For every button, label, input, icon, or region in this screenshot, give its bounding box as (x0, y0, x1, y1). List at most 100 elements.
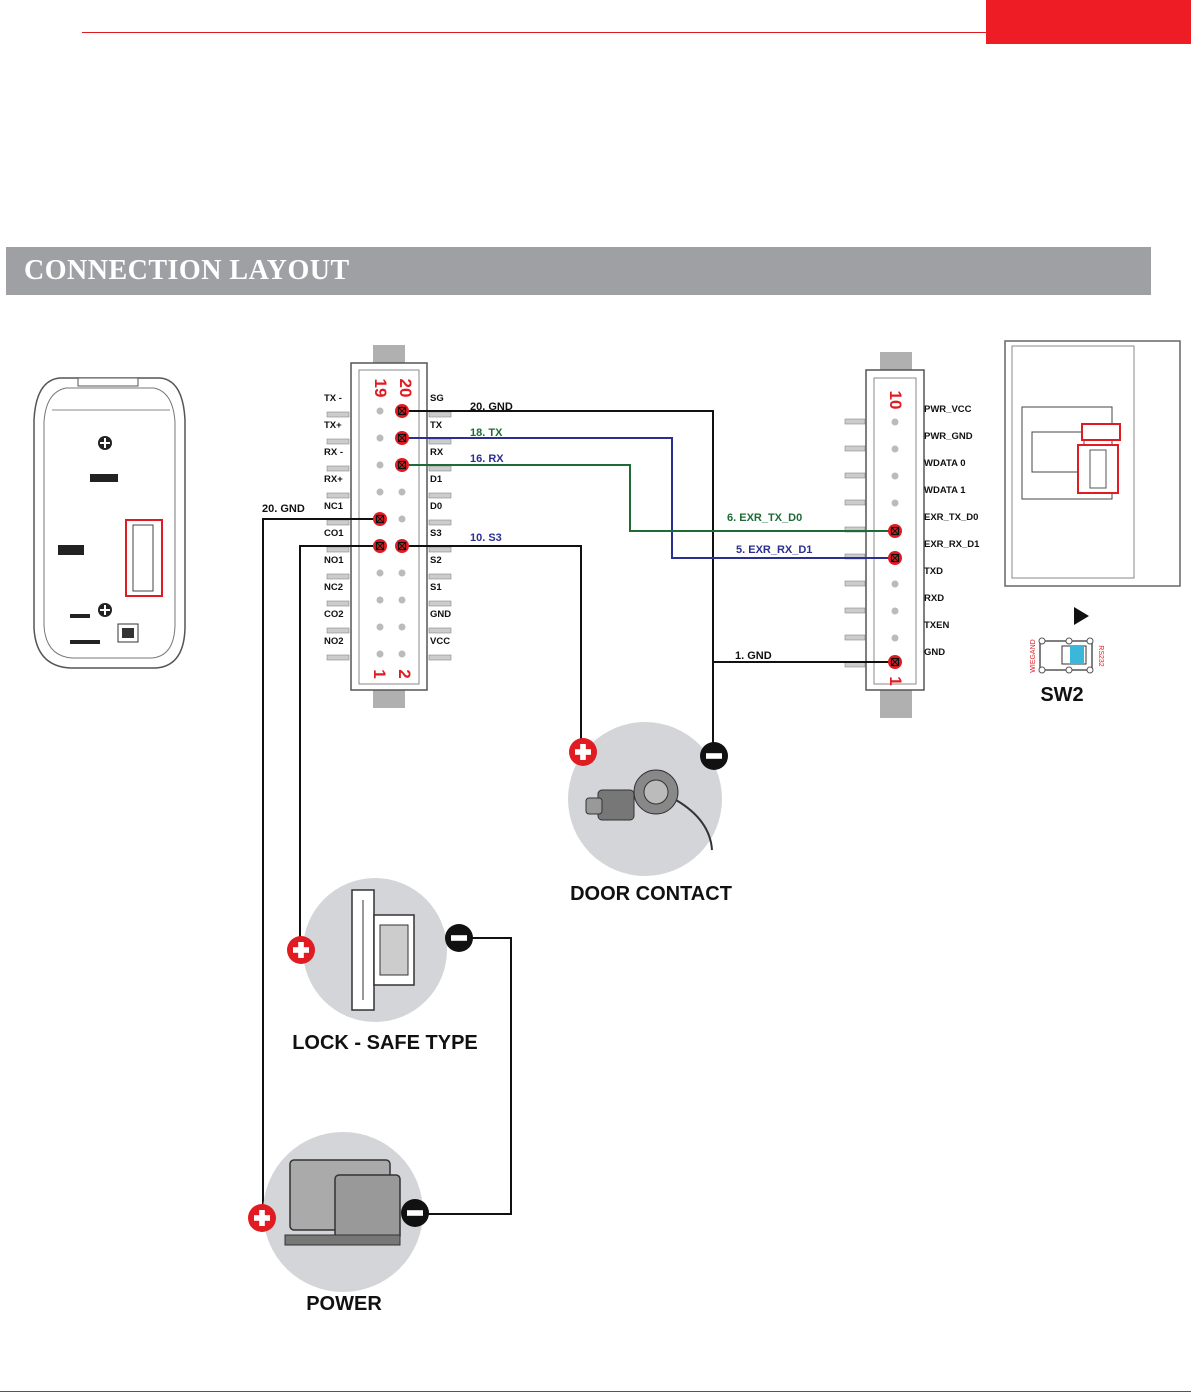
pin-dot (892, 581, 899, 588)
pin-label: RXD (924, 593, 944, 604)
pin-label: D1 (430, 474, 443, 485)
lead-stub (845, 419, 865, 424)
pin-number-10: 10 (886, 391, 905, 410)
lead-stub (327, 574, 349, 579)
screw-icon (98, 436, 112, 450)
pin-label: GND (430, 609, 451, 620)
pin-label: NC2 (324, 582, 343, 593)
lead-stub (429, 412, 451, 417)
lead-stub (429, 574, 451, 579)
arrow-right-icon (1074, 607, 1089, 625)
lead-stub (429, 628, 451, 633)
pin-label: VCC (430, 636, 450, 647)
pin-label: NO2 (324, 636, 344, 647)
wire-label-exr-tx: 6. EXR_TX_D0 (727, 512, 802, 524)
lead-stub (327, 547, 349, 552)
lead-stub (327, 628, 349, 633)
wire-label-s3: 10. S3 (470, 532, 502, 544)
pin-dot (399, 597, 406, 604)
pin-label: D0 (430, 501, 442, 512)
lead-stub (327, 601, 349, 606)
pin-marker (888, 655, 902, 669)
lead-stub (429, 655, 451, 660)
pin-label: S2 (430, 555, 442, 566)
controller-module (1005, 341, 1180, 586)
lead-stub (327, 439, 349, 444)
pin-marker (395, 404, 409, 418)
pin-dot (377, 435, 384, 442)
pin-label: RX (430, 447, 444, 458)
lead-stub (429, 466, 451, 471)
pin-dot (399, 570, 406, 577)
wire-label-tx18: 18. TX (470, 427, 503, 439)
lead-stub (845, 608, 865, 613)
power-supply-device (263, 1132, 423, 1292)
lead-stub (845, 581, 865, 586)
plus-terminal-icon (569, 738, 597, 766)
lock-caption: LOCK - SAFE TYPE (292, 1032, 478, 1054)
pin-label: EXR_TX_D0 (924, 512, 978, 523)
lead-stub (429, 601, 451, 606)
pin-dot (377, 489, 384, 496)
lead-stub (327, 466, 349, 471)
pin-label: PWR_VCC (924, 404, 972, 415)
lock-device (303, 878, 447, 1022)
pin-label: TX - (324, 393, 342, 404)
pin-label: PWR_GND (924, 431, 973, 442)
pin-marker (373, 539, 387, 553)
pin-dot (377, 462, 384, 469)
pin-label: WDATA 0 (924, 458, 966, 469)
pin-marker (373, 512, 387, 526)
pin-number-1: 1 (370, 669, 389, 678)
pin-label: S1 (430, 582, 442, 593)
pin-label: TX+ (324, 420, 342, 431)
pin-dot (399, 516, 406, 523)
reader-back-view (34, 378, 185, 668)
pin-dot (377, 597, 384, 604)
pin-dot (892, 500, 899, 507)
lead-stub (429, 493, 451, 498)
pin-marker (395, 458, 409, 472)
pin-label: CO2 (324, 609, 344, 620)
pin-label: GND (924, 647, 945, 658)
lead-stub (845, 635, 865, 640)
wire-label-gnd20: 20. GND (470, 401, 513, 413)
pin-dot (399, 651, 406, 658)
wire-label-rx16: 16. RX (470, 453, 504, 465)
pin-label: SG (430, 393, 444, 404)
sw2-switch: WIEGAND RS232 SW2 (1030, 607, 1104, 706)
pin-label: EXR_RX_D1 (924, 539, 980, 550)
lead-stub (429, 520, 451, 525)
pin-dot (892, 446, 899, 453)
switch-left-text: WIEGAND (1030, 639, 1037, 672)
pin-marker (395, 431, 409, 445)
lead-stub (429, 547, 451, 552)
lead-stub (845, 446, 865, 451)
pin-label: NC1 (324, 501, 344, 512)
pin-number-19: 19 (371, 379, 390, 398)
pin-dot (892, 608, 899, 615)
lead-stub (327, 520, 349, 525)
pin-label: TXD (924, 566, 943, 577)
minus-terminal-icon (401, 1199, 429, 1227)
pin-dot (892, 635, 899, 642)
switch-right-text: RS232 (1097, 645, 1104, 667)
pin-label: TX (430, 420, 443, 431)
pin-dot (399, 624, 406, 631)
minus-terminal-icon (700, 742, 728, 770)
lead-stub (327, 493, 349, 498)
switch-title: SW2 (1040, 684, 1083, 706)
pin-label: TXEN (924, 620, 949, 631)
door-contact-caption: DOOR CONTACT (570, 883, 732, 905)
pin-marker (395, 539, 409, 553)
pin-dot (377, 408, 384, 415)
power-caption: POWER (306, 1293, 382, 1315)
wire-label-exr-rx: 5. EXR_RX_D1 (736, 544, 812, 556)
lead-stub (429, 439, 451, 444)
pin-label: CO1 (324, 528, 344, 539)
lead-stub (327, 655, 349, 660)
pin-dot (377, 651, 384, 658)
pin-number-1: 1 (886, 676, 905, 685)
pin-dot (399, 489, 406, 496)
